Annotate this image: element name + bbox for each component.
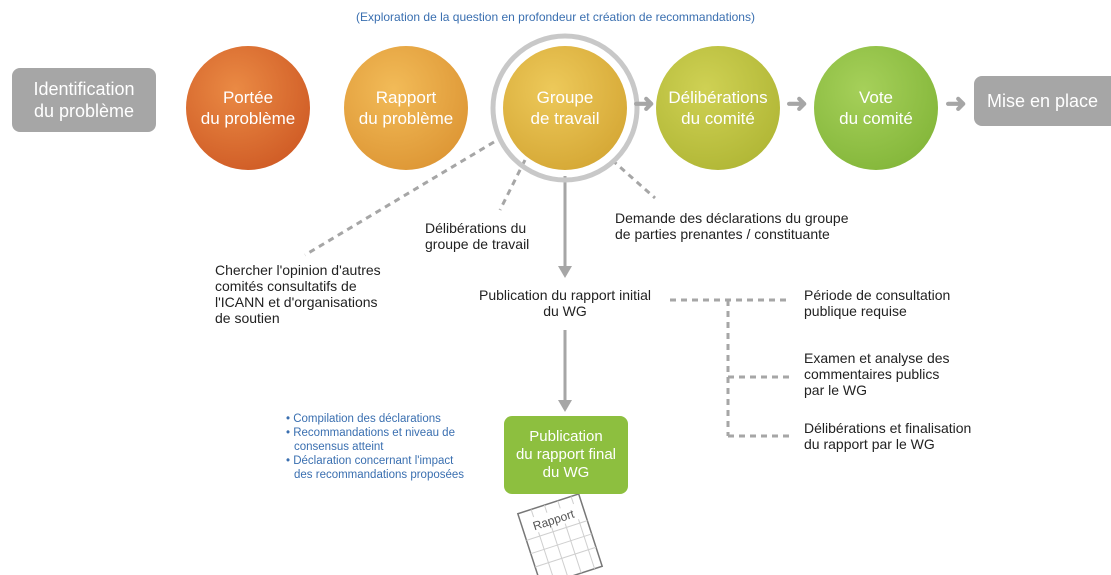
note-line: de parties prenantes / constituante: [615, 226, 830, 242]
note-line: Examen et analyse des: [804, 350, 950, 366]
final-box-line: du WG: [542, 464, 590, 481]
step-deliberations-line1: Délibérations: [668, 88, 768, 107]
note-line: du WG: [543, 303, 587, 319]
top-caption: (Exploration de la question en profondeu…: [356, 10, 755, 24]
note-line: publique requise: [804, 303, 907, 319]
highlight-ring: [490, 33, 640, 183]
bullet-line: consensus atteint: [294, 441, 384, 453]
bullet-item: Compilation des déclarations: [286, 412, 464, 426]
note-line: Publication du rapport initial: [479, 287, 651, 303]
note-line: Chercher l'opinion d'autres: [215, 262, 381, 278]
bullet-line: Déclaration concernant l'impact: [293, 455, 454, 467]
connector-to-deliberations-groupe: [498, 159, 527, 211]
step-deliberations-line2: du comité: [681, 109, 755, 128]
step-identification-line2: du problème: [33, 101, 135, 121]
final-report-box: Publication du rapport final du WG: [504, 416, 628, 494]
note-line: Demande des déclarations du groupe: [615, 210, 849, 226]
note-line: Délibérations du: [425, 220, 527, 236]
note-line: de soutien: [215, 310, 280, 326]
step-identification-line1: Identification: [33, 79, 135, 99]
note-line: comités consultatifs de: [215, 278, 357, 294]
note-demande-declarations: Demande des déclarations du groupe de pa…: [615, 210, 849, 242]
step-rapport-line1: Rapport: [375, 88, 437, 107]
final-report-bullets: Compilation des déclarations Recommandat…: [286, 412, 464, 482]
note-examen-analyse: Examen et analyse des commentaires publi…: [804, 350, 950, 398]
step-portee-line1: Portée: [222, 88, 274, 107]
step-groupe-line1: Groupe: [536, 88, 594, 107]
connector-to-demande: [611, 158, 656, 200]
arrow-right-icon: ➜: [945, 88, 967, 118]
step-portee-line2: du problème: [200, 109, 296, 128]
note-line: par le WG: [804, 382, 868, 398]
bullet-line: Recommandations et niveau de: [293, 427, 455, 439]
document-icon: Rapport: [516, 493, 604, 575]
note-line: Période de consultation: [804, 287, 951, 303]
note-deliberations-finalisation: Délibérations et finalisation du rapport…: [804, 420, 971, 452]
step-portee: Portée du problème: [186, 46, 310, 170]
note-deliberations-groupe: Délibérations du groupe de travail: [425, 220, 529, 252]
step-mise-en-place: Mise en place: [974, 76, 1111, 126]
connector-to-opinion: [304, 140, 495, 257]
note-line: Délibérations et finalisation: [804, 420, 972, 436]
step-vote-line1: Vote: [858, 88, 894, 107]
bullet-line: Compilation des déclarations: [293, 413, 441, 425]
step-deliberations-comite: Délibérations du comité: [656, 46, 780, 170]
note-line: commentaires publics: [804, 366, 940, 382]
note-line: l'ICANN et d'organisations: [215, 294, 378, 310]
note-line: groupe de travail: [425, 236, 530, 252]
bullet-item: Recommandations et niveau de consensus at…: [286, 426, 464, 454]
note-line: du rapport par le WG: [804, 436, 935, 452]
arrow-right-icon: ➜: [786, 88, 808, 118]
final-box-line: Publication: [529, 428, 603, 445]
bullet-line: des recommandations proposées: [294, 469, 465, 481]
step-groupe-travail: Groupe de travail: [503, 46, 627, 170]
final-box-line: du rapport final: [515, 446, 617, 463]
step-rapport-line2: du problème: [358, 109, 454, 128]
step-vote-line2: du comité: [839, 109, 913, 128]
bullet-item: Déclaration concernant l'impact des recom…: [286, 454, 464, 482]
step-rapport-probleme: Rapport du problème: [344, 46, 468, 170]
step-groupe-line2: de travail: [530, 109, 600, 128]
step-vote-comite: Vote du comité: [814, 46, 938, 170]
arrow-right-icon: ➜: [633, 88, 655, 118]
note-publication-initial: Publication du rapport initial du WG: [455, 287, 675, 319]
note-periode-consultation: Période de consultation publique requise: [804, 287, 950, 319]
note-chercher-opinion: Chercher l'opinion d'autres comités cons…: [215, 262, 381, 326]
